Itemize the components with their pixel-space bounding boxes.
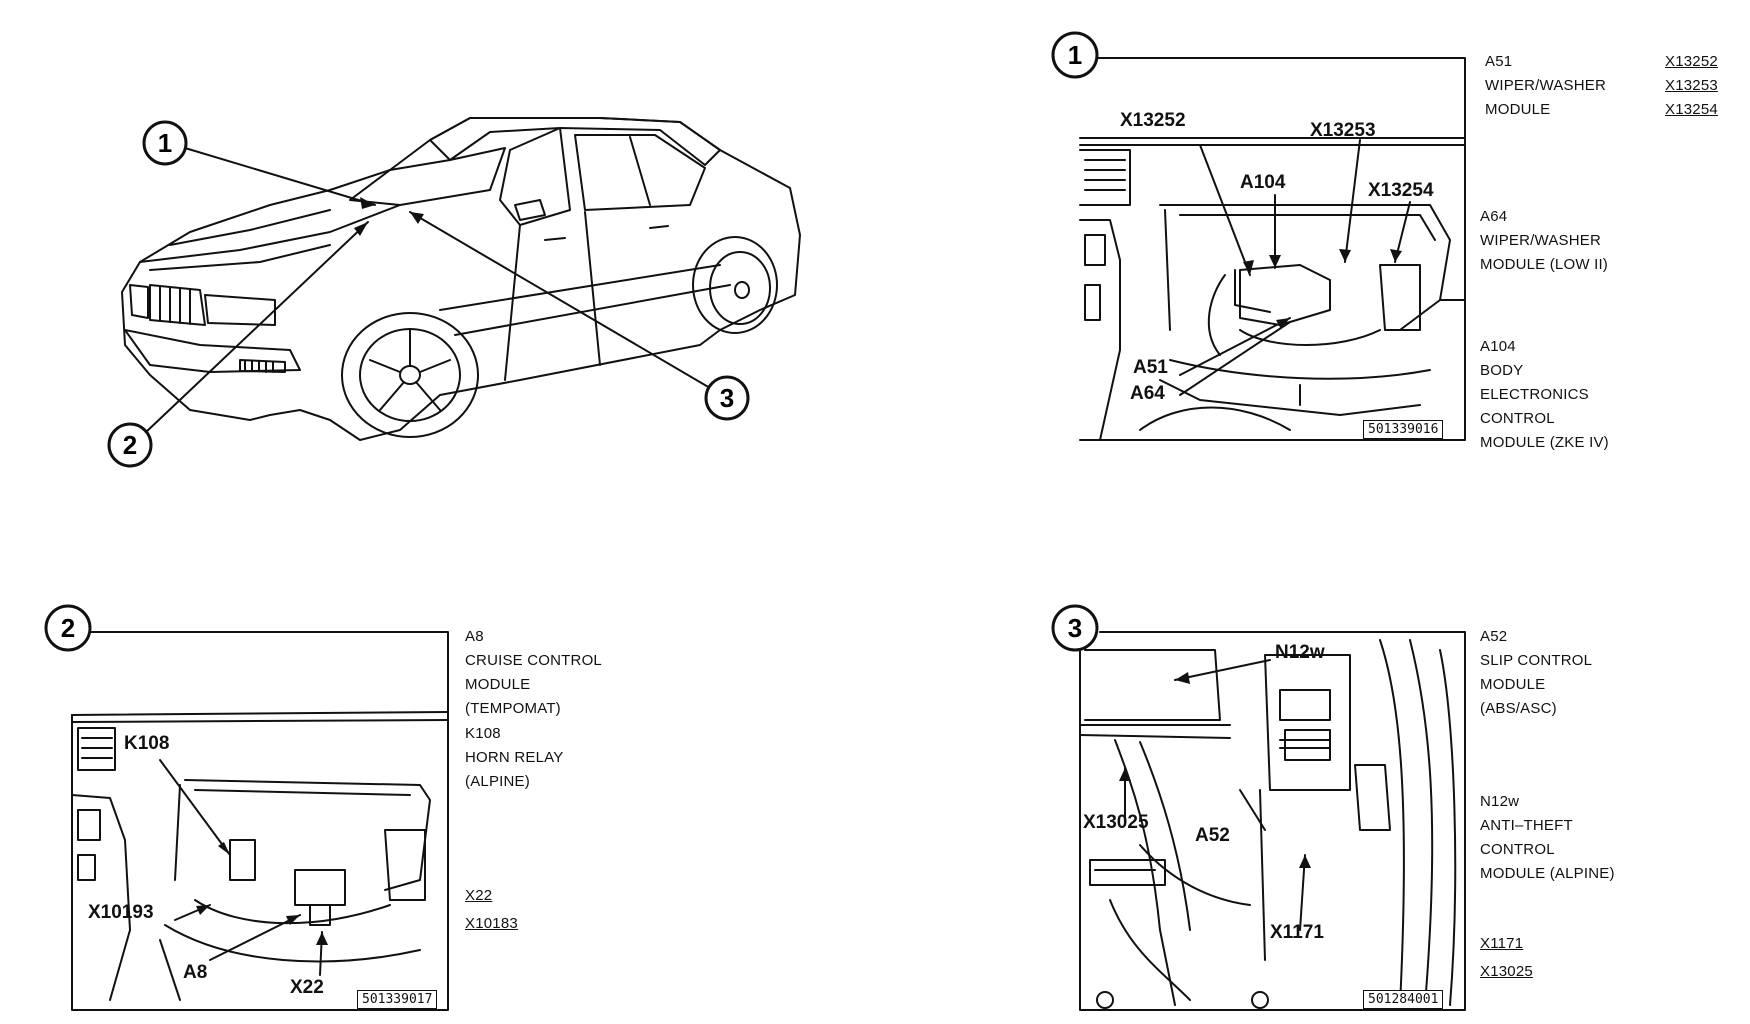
panel-1-illustration [1074,57,1466,441]
callout-2-number: 2 [123,430,137,460]
label-x13254: X13254 [1368,180,1434,201]
legend-n12w: N12w ANTI–THEFT CONTROL MODULE (ALPINE) [1480,793,1615,882]
label-a51: A51 [1133,357,1168,378]
callout-circles [44,31,1099,652]
legend-a64: A64 WIPER/WASHER MODULE (LOW II) [1480,208,1609,273]
legend-a8: A8 CRUISE CONTROL MODULE (TEMPOMAT) [465,628,602,717]
leader-callout-2 [144,221,369,434]
arrowheads [196,197,1402,945]
leader-callout-3 [409,211,711,389]
label-k108: K108 [124,733,170,754]
connector-list-3: X1171 X13025 [1480,935,1533,980]
legend-a104: A104 BODY ELECTRONICS CONTROL MODULE (ZK… [1480,338,1609,451]
legend-a52: A52 SLIP CONTROL MODULE (ABS/ASC) [1480,628,1593,717]
panel-2-number: 2 [61,613,75,643]
callout-1-number: 1 [158,128,172,158]
label-a8: A8 [183,962,208,983]
figure-id-1: 501339016 [1363,420,1444,439]
figure-id-2: 501339017 [357,990,438,1009]
label-a104: A104 [1240,172,1286,193]
car-illustration [121,117,801,441]
label-x22: X22 [290,977,324,998]
panel-2-illustration [71,631,449,1011]
label-a52: A52 [1195,825,1230,846]
panel-3-number: 3 [1068,613,1082,643]
label-n12w: N12w [1275,642,1325,663]
label-x13025: X13025 [1083,812,1149,833]
label-a64: A64 [1130,383,1165,404]
label-x10193: X10193 [88,902,154,923]
panel-1-number: 1 [1068,40,1082,70]
connector-list-2: X22 X10183 [465,887,518,932]
leader-callout-1 [184,147,376,206]
callout-3-number: 3 [720,383,734,413]
label-x1171: X1171 [1270,922,1324,943]
panel-3-illustration [1079,631,1466,1011]
connector-list-1: X13252 X13253 X13254 [1665,53,1718,118]
legend-a51: A51 WIPER/WASHER MODULE [1485,53,1607,118]
figure-id-3: 501284001 [1363,990,1444,1009]
legend-k108: K108 HORN RELAY (ALPINE) [465,725,564,790]
label-x13252: X13252 [1120,110,1186,131]
label-x13253: X13253 [1310,120,1376,141]
